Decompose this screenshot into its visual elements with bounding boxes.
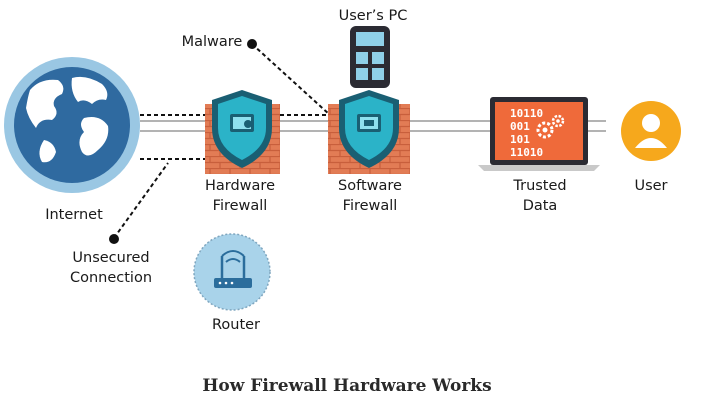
users-pc-label: User’s PC xyxy=(339,8,408,24)
malware-dot xyxy=(247,39,257,49)
user-label: User xyxy=(634,178,667,194)
unsecured-label-line1: Unsecured xyxy=(72,250,149,266)
software-label-line2: Firewall xyxy=(343,198,398,214)
trusted-label-line2: Data xyxy=(523,198,558,214)
binary-row-3: 101 xyxy=(510,133,530,146)
software-label-line1: Software xyxy=(338,178,402,194)
hardware-label-line2: Firewall xyxy=(213,198,268,214)
hardware-firewall-brick-icon xyxy=(205,90,280,174)
figure-caption: How Firewall Hardware Works xyxy=(202,376,491,396)
user-avatar-icon xyxy=(621,101,681,161)
software-firewall-brick-icon xyxy=(328,90,410,174)
binary-row-1: 10110 xyxy=(510,107,543,120)
binary-row-2: 001 xyxy=(510,120,530,133)
phone-pc-icon xyxy=(350,26,390,88)
hardware-label-line1: Hardware xyxy=(205,178,275,194)
binary-row-4: 11010 xyxy=(510,146,543,159)
globe-icon xyxy=(4,57,140,193)
laptop-icon: 10110 001 101 11010 xyxy=(478,97,600,171)
router-icon xyxy=(193,233,271,311)
trusted-label-line1: Trusted xyxy=(512,178,566,194)
unsecured-dot xyxy=(109,234,119,244)
router-label: Router xyxy=(212,317,260,333)
unsecured-label-line2: Connection xyxy=(70,270,152,286)
malware-label: Malware xyxy=(182,34,243,50)
internet-label: Internet xyxy=(45,207,103,223)
gears-icon xyxy=(536,114,565,139)
